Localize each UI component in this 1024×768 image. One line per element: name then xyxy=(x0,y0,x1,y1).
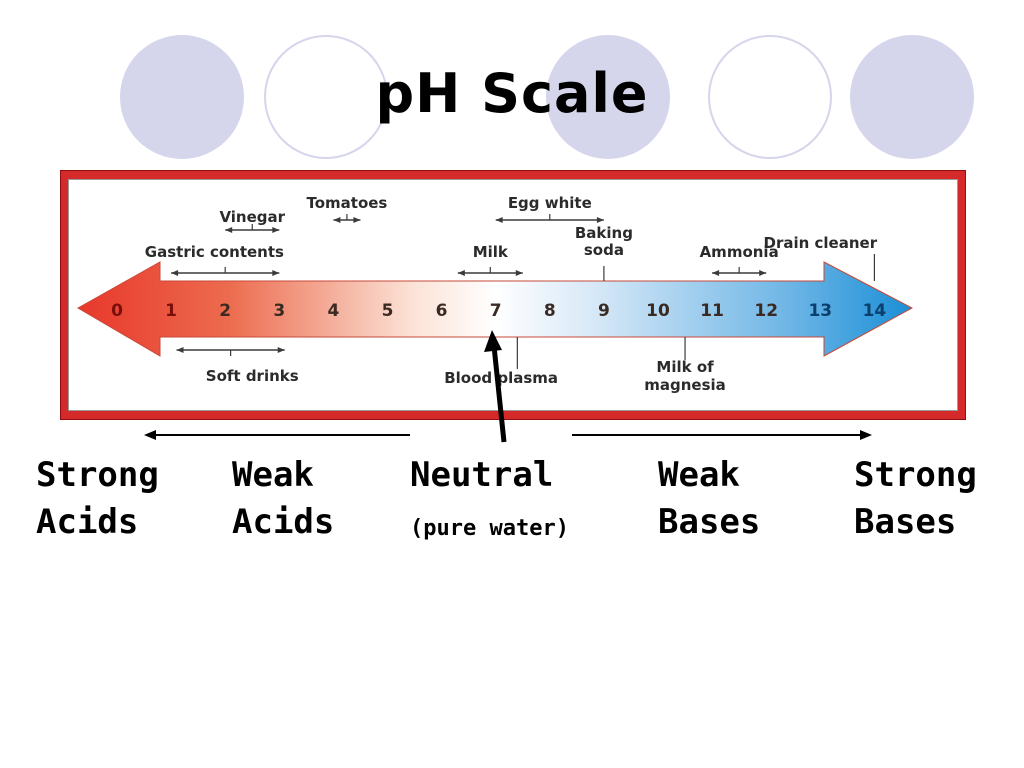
substance-label: Soft drinks xyxy=(206,367,299,385)
range-arrowhead xyxy=(712,270,720,276)
substance-marker: Blood plasma xyxy=(444,337,558,387)
substance-label: soda xyxy=(584,241,624,259)
substance-label: Ammonia xyxy=(700,243,779,261)
range-arrowhead xyxy=(353,217,361,223)
weak-bases-label: Weak Bases xyxy=(658,452,760,546)
page-title: pH Scale xyxy=(375,62,649,125)
decor-circle-3 xyxy=(546,35,670,159)
neutral-pointer xyxy=(491,345,507,443)
weak-bases-line-1: Weak xyxy=(658,455,740,495)
substance-label: Milk of xyxy=(656,358,714,376)
acid-arrowhead xyxy=(144,430,156,440)
range-arrowhead xyxy=(515,270,523,276)
ph-tick-label: 14 xyxy=(863,301,887,321)
ph-tick-label: 9 xyxy=(598,301,610,321)
substance-marker: Vinegar xyxy=(219,208,286,233)
substance-label: Vinegar xyxy=(219,208,285,226)
ph-tick-label: 4 xyxy=(327,301,339,321)
decor-circle-1 xyxy=(120,35,244,159)
ph-tick-label: 12 xyxy=(754,301,778,321)
neutral-pointer-head xyxy=(484,330,502,352)
substance-label: Drain cleaner xyxy=(764,234,878,252)
substance-marker: Drain cleaner xyxy=(764,234,878,281)
neutral-label: Neutral xyxy=(410,455,554,495)
ph-tick-label: 7 xyxy=(490,301,502,321)
decor-circle-4 xyxy=(708,35,832,159)
decor-circle-5 xyxy=(850,35,974,159)
strong-acids-line-2: Acids xyxy=(36,502,139,542)
strong-bases-line-1: Strong xyxy=(854,455,977,495)
substance-marker: Ammonia xyxy=(700,243,779,276)
neutral-note: (pure water) xyxy=(410,516,569,541)
substance-label: Baking xyxy=(575,224,633,242)
substance-label: magnesia xyxy=(644,376,726,394)
substance-label: Tomatoes xyxy=(306,194,387,212)
weak-acids-line-1: Weak xyxy=(232,455,314,495)
substance-marker: Milk xyxy=(457,243,523,276)
ph-gradient-arrow xyxy=(76,261,914,357)
ph-tick-label: 13 xyxy=(808,301,832,321)
substance-marker: Soft drinks xyxy=(176,347,299,385)
range-arrowhead xyxy=(759,270,767,276)
ph-tick-label: 0 xyxy=(111,301,123,321)
substance-marker: Tomatoes xyxy=(306,194,387,223)
base-arrowhead xyxy=(860,430,872,440)
strong-acids-line-1: Strong xyxy=(36,455,159,495)
weak-bases-line-2: Bases xyxy=(658,502,761,542)
range-arrowhead xyxy=(495,217,503,223)
range-arrowhead xyxy=(596,217,604,223)
ph-tick-label: 11 xyxy=(700,301,724,321)
strong-bases-line-2: Bases xyxy=(854,502,957,542)
range-arrowhead xyxy=(171,270,179,276)
ph-tick-label: 10 xyxy=(646,301,670,321)
range-arrowhead xyxy=(277,347,285,353)
range-arrowhead xyxy=(272,270,280,276)
substance-label: Gastric contents xyxy=(145,243,284,261)
strong-acids-label: Strong Acids xyxy=(36,452,159,546)
range-arrowhead xyxy=(176,347,184,353)
substance-label: Egg white xyxy=(508,194,592,212)
ph-tick-label: 1 xyxy=(165,301,177,321)
ph-tick-label: 2 xyxy=(219,301,231,321)
ph-tick-label: 6 xyxy=(436,301,448,321)
substance-label: Milk xyxy=(473,243,509,261)
ph-tick-label: 5 xyxy=(382,301,394,321)
substance-label: Blood plasma xyxy=(444,369,558,387)
strong-bases-label: Strong Bases xyxy=(854,452,977,546)
ph-tick-label: 8 xyxy=(544,301,556,321)
range-arrowhead xyxy=(272,227,280,233)
range-arrowhead xyxy=(225,227,233,233)
weak-acids-label: Weak Acids xyxy=(232,452,334,546)
ph-tick-label: 3 xyxy=(273,301,285,321)
substance-marker: Gastric contents xyxy=(145,243,284,276)
weak-acids-line-2: Acids xyxy=(232,502,335,542)
range-arrowhead xyxy=(333,217,341,223)
decor-circle-2 xyxy=(264,35,388,159)
range-arrowhead xyxy=(457,270,465,276)
substance-marker: Egg white xyxy=(495,194,604,223)
